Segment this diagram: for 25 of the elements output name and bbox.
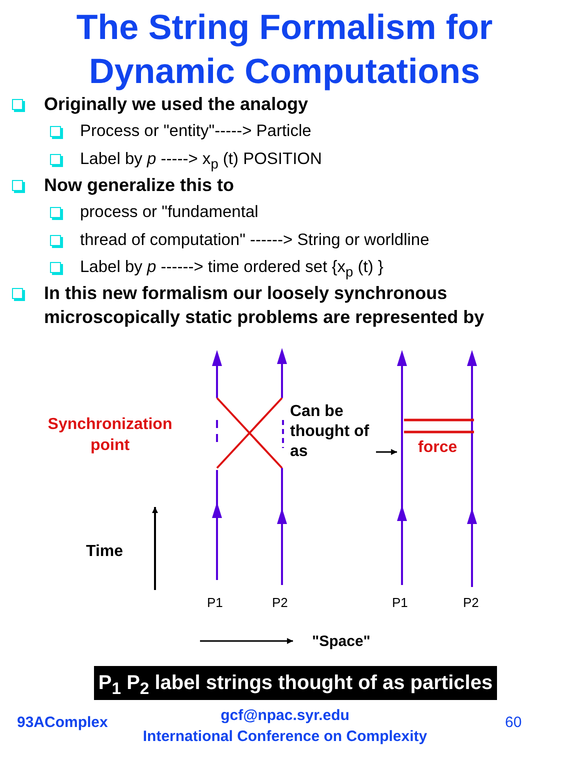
bullet-text: Originally we used the analogy [44, 93, 310, 116]
diagram-label: Synchronization point [46, 415, 174, 456]
axis-label: "Space" [312, 632, 372, 651]
arrow [376, 449, 397, 455]
bullet-text: process or "fundamental [80, 202, 260, 223]
process-label: P2 [272, 595, 289, 611]
process-label: P1 [207, 595, 224, 611]
caption-box: P$_{1}$ P$_{2}$ label strings thought of as particles [94, 666, 497, 700]
bullet-text: Label by p -----> x$_{p}$ (t) POSITION [80, 149, 323, 174]
process-label: P1 [392, 595, 409, 611]
footer-text: gcf@npac.syr.edu [220, 706, 350, 726]
diagram-label: force [418, 438, 458, 458]
bullet-text: Label by p ------> time ordered set {x$_{p}$ (t) } [80, 257, 384, 282]
axis-label: Time [86, 542, 124, 562]
bullet-text: thread of computation" ------> String or worldline [80, 230, 430, 251]
process-label: P2 [463, 595, 480, 611]
footer-text: 93AComplex [17, 713, 109, 733]
slide-title: The String Formalism for Dynamic Computations [75, 7, 494, 93]
bullet-text: Now generalize this to [44, 174, 236, 197]
worldline-drawing [397, 348, 479, 590]
page-number: 60 [505, 713, 523, 733]
footer-text: International Conference on Complexity [142, 727, 428, 747]
bullet-text: Process or "entity"-----> Particle [80, 121, 312, 142]
bullet-text: In this new formalism our loosely synchronous microscopically static problems are represented by [44, 282, 486, 329]
annotation-text: Can be thought of as [290, 402, 376, 462]
